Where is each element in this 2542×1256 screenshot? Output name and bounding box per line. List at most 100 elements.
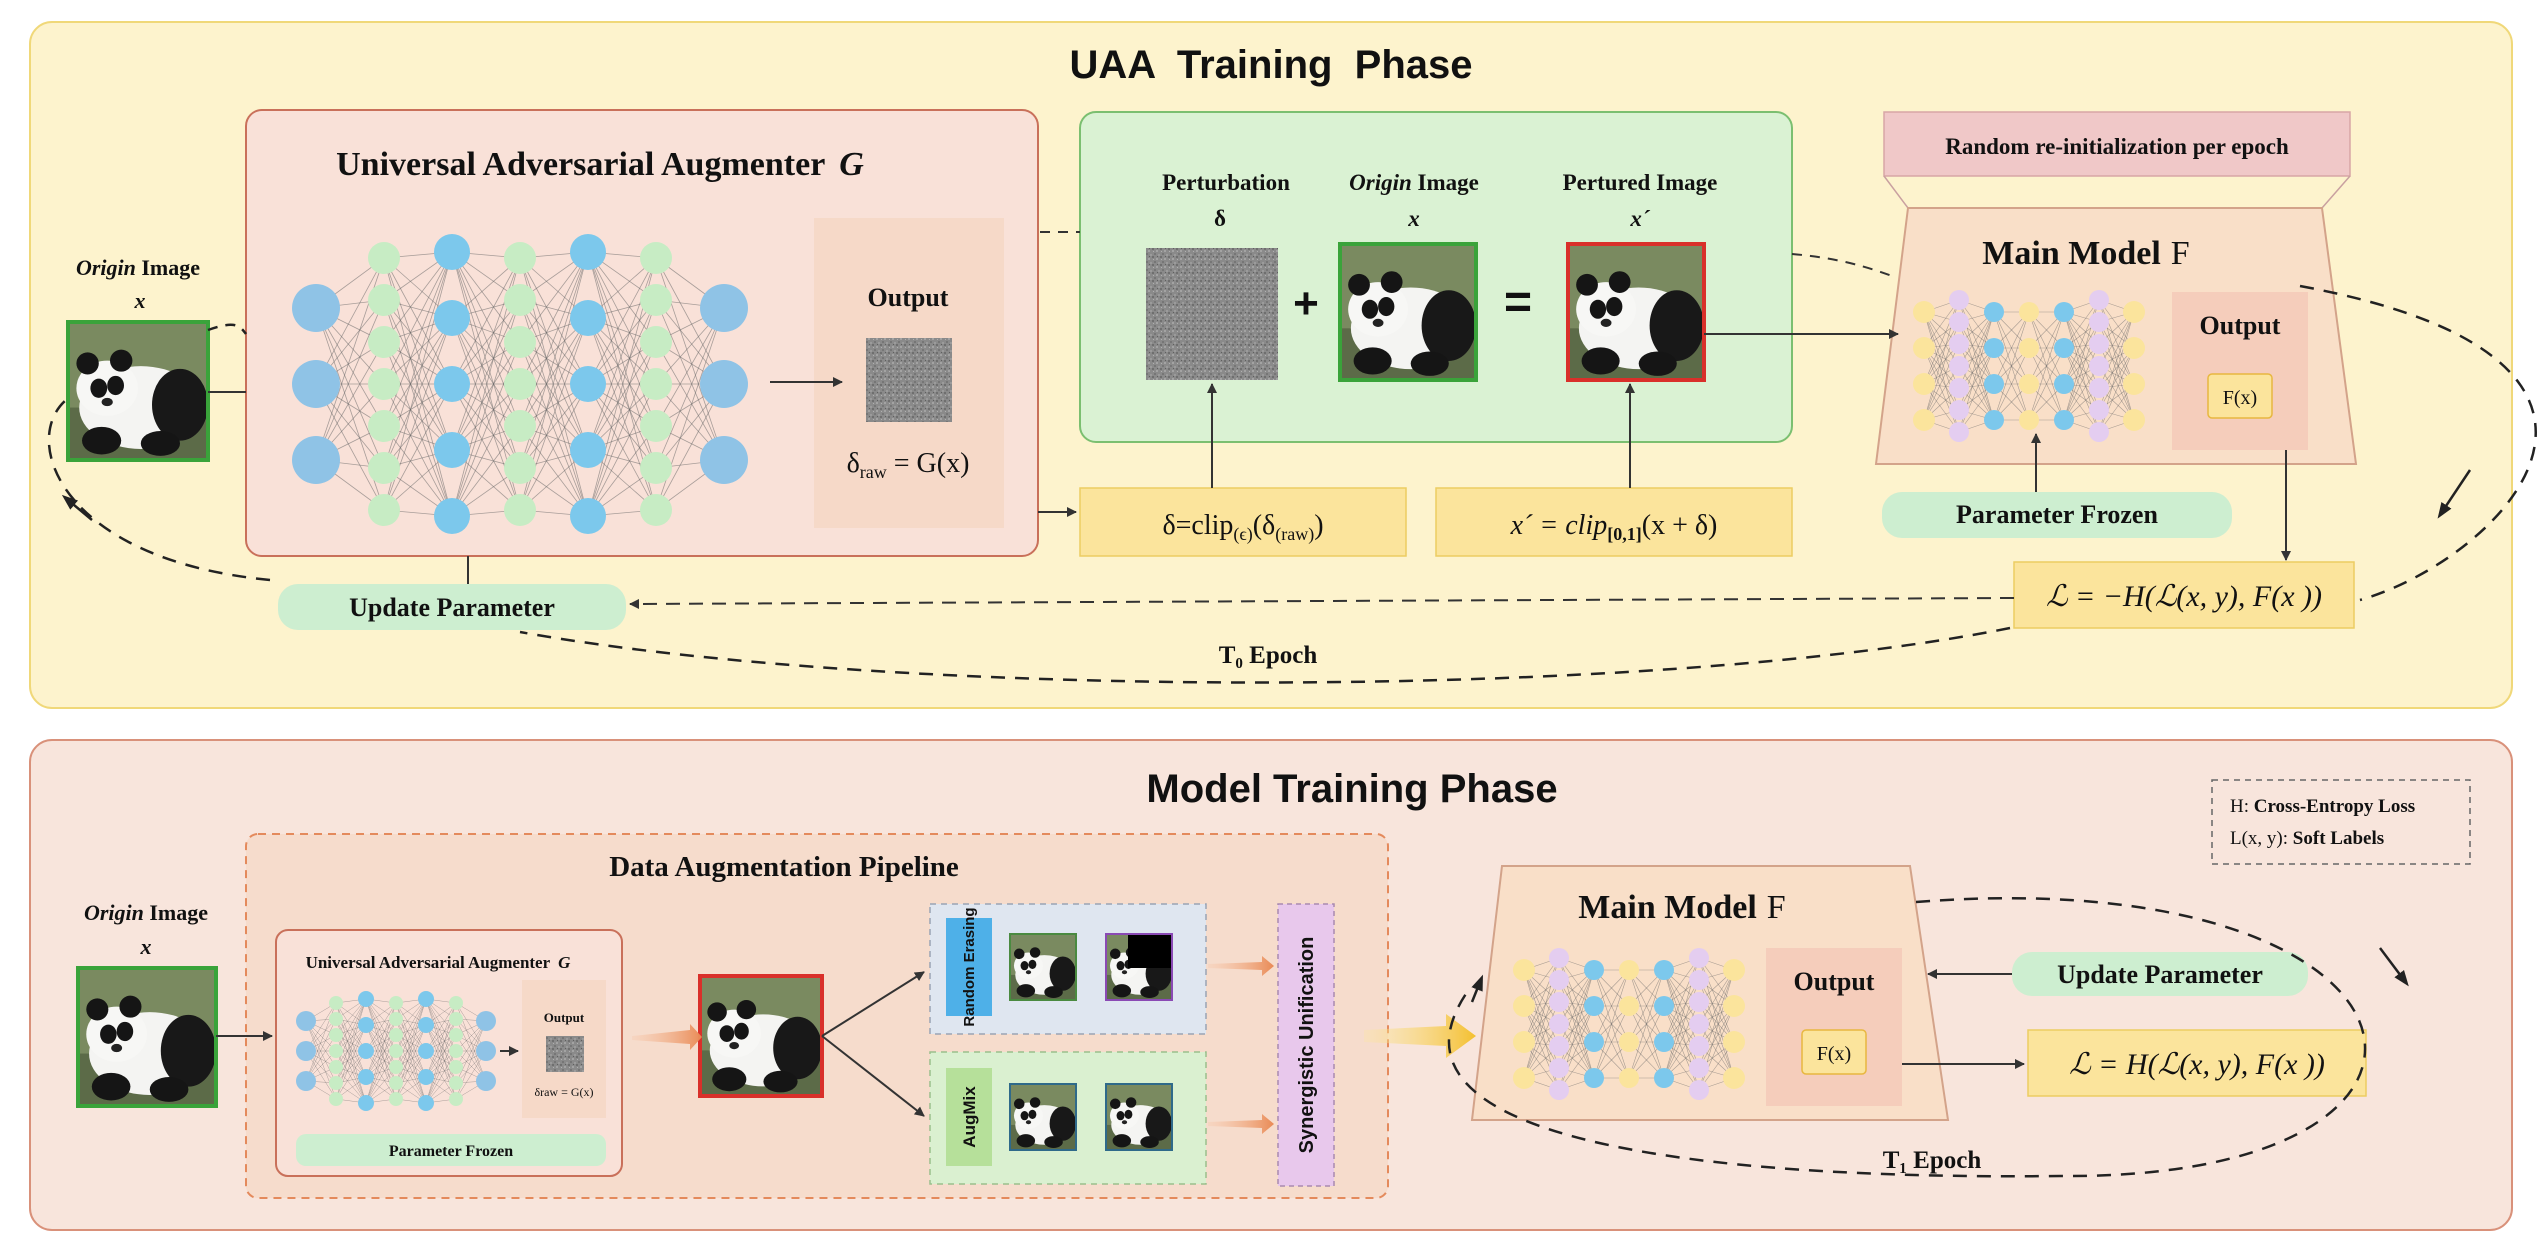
network-node [418, 1017, 434, 1033]
network-node [1513, 995, 1535, 1017]
network-node [449, 996, 463, 1010]
network-node [358, 1017, 374, 1033]
origin-image-var-2: x [1407, 206, 1420, 231]
network-node [292, 436, 340, 484]
loss-box-2 [2027, 1029, 2367, 1097]
phase1-title: UAA Training Phase [1069, 43, 1472, 87]
update-param-label-2: Update Parameter [2057, 960, 2263, 989]
model-training-phase: Model Training Phase H: Cross-Entropy Lo… [29, 739, 2513, 1231]
network-node [1619, 960, 1639, 980]
mini-param-frozen-pill [296, 1134, 606, 1166]
network-node [476, 1071, 496, 1091]
random-erasing-image-2 [1105, 933, 1173, 1001]
network-node [1949, 422, 1969, 442]
uaa-training-phase: UAA Training Phase Origin Image x Univer… [29, 21, 2537, 709]
network-node [1984, 302, 2004, 322]
param-frozen-pill [1882, 492, 2232, 538]
network-node [476, 1011, 496, 1031]
network-node [2089, 400, 2109, 420]
main-model-2-fx: F(x) [1817, 1043, 1851, 1065]
main-model-1-output-box [2172, 292, 2308, 450]
network-node [2054, 410, 2074, 430]
origin-image-label-3: Origin Image [84, 900, 208, 925]
pertured-image-label: Pertured Image [1563, 170, 1718, 195]
network-node [2019, 338, 2039, 358]
loss-formula-1: ℒ = −H(ℒ(x, y), F(x )) [2046, 580, 2322, 613]
network-node [1949, 334, 1969, 354]
origin-image-label: Origin Image [76, 255, 200, 280]
pipeline-title: Data Augmentation Pipeline [609, 851, 959, 883]
network-node [1984, 374, 2004, 394]
loss-box-1 [2013, 561, 2355, 629]
network-node [368, 368, 400, 400]
network-node [1984, 338, 2004, 358]
network-node [1513, 959, 1535, 981]
network-node [1549, 1036, 1569, 1056]
update-param-label-1: Update Parameter [349, 593, 555, 622]
network-node [2089, 422, 2109, 442]
mini-augmenter-formula: δraw = G(x) [534, 1085, 593, 1099]
network-node [1949, 312, 1969, 332]
network-node [418, 1043, 434, 1059]
network-node [2089, 334, 2109, 354]
network-node [1654, 1032, 1674, 1052]
main-model-2-output-box [1766, 948, 1902, 1106]
augmenter-output-formula: δraw = G(x) [847, 448, 970, 482]
network-node [1949, 356, 1969, 376]
network-node [2089, 312, 2109, 332]
network-node [2089, 356, 2109, 376]
network-node [1913, 301, 1935, 323]
network-node [1619, 996, 1639, 1016]
update-param-pill-1 [278, 584, 626, 630]
augmix-label: AugMix [960, 1086, 979, 1148]
random-erasing-image-1 [1009, 933, 1077, 1001]
network-node [2089, 290, 2109, 310]
network-node [2123, 409, 2145, 431]
reinit-connector-right [2321, 175, 2351, 209]
main-model-2-fx-box [1801, 1029, 1867, 1075]
mini-augmenter-output-label: Output [544, 1010, 585, 1025]
network-node [504, 284, 536, 316]
network-node [1513, 1031, 1535, 1053]
network-node [1513, 1067, 1535, 1089]
origin-image-label-2: Origin Image [1349, 170, 1479, 195]
network-node [1723, 1031, 1745, 1053]
network-node [2054, 338, 2074, 358]
network-node [1723, 1067, 1745, 1089]
origin-image-var-3: x [140, 934, 152, 959]
network-node [640, 410, 672, 442]
perturbation-noise [1146, 248, 1278, 380]
network-node [2054, 374, 2074, 394]
augmix-image-2 [1105, 1083, 1173, 1151]
network-node [449, 1076, 463, 1090]
network-node [1689, 970, 1709, 990]
network-node [329, 1028, 343, 1042]
clip-x-box [1435, 487, 1793, 557]
network-node [449, 1044, 463, 1058]
network-node [296, 1071, 316, 1091]
network-node [2019, 374, 2039, 394]
origin-image [66, 320, 210, 462]
random-erasing-box: Random Erasing [929, 903, 1207, 1035]
network-node [449, 1092, 463, 1106]
network-node [504, 410, 536, 442]
network-node [570, 432, 606, 468]
network-node [358, 1043, 374, 1059]
pertured-image [1566, 242, 1706, 382]
network-node [434, 432, 470, 468]
network-node [1689, 948, 1709, 968]
network-node [1949, 378, 1969, 398]
network-node [389, 996, 403, 1010]
network-node [329, 1060, 343, 1074]
network-node [434, 300, 470, 336]
network-node [329, 1076, 343, 1090]
update-param-pill-2 [2012, 952, 2308, 996]
origin-image-2 [1338, 242, 1478, 382]
network-node [504, 242, 536, 274]
reinit-connector-left [1883, 175, 1909, 209]
network-node [329, 996, 343, 1010]
